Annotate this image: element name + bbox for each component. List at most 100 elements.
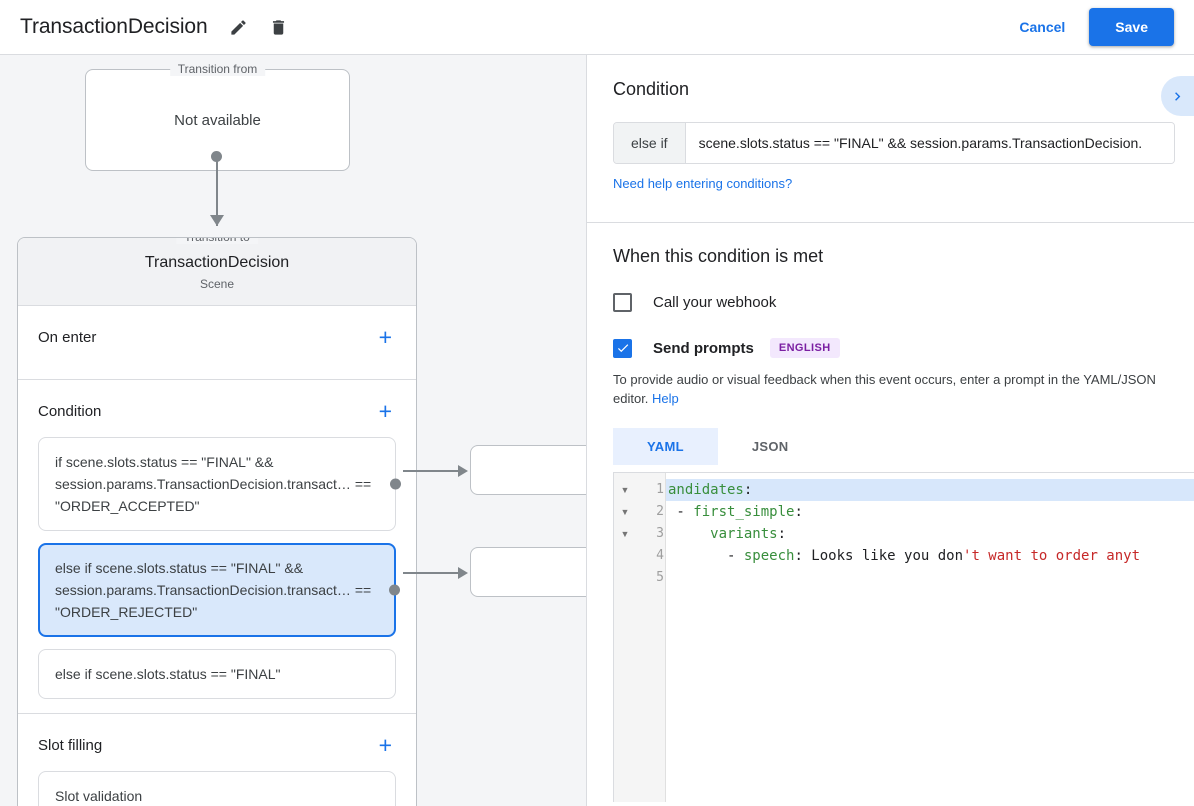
yaml-editor[interactable]: ▼ ▼ ▼ 1 2 3 4 5 andidates: - first_simple: var… <box>613 472 1194 802</box>
code-token: : <box>777 526 787 542</box>
scene-graph-canvas[interactable]: Transition from Not available Transition… <box>0 55 586 806</box>
code-token: : <box>743 482 753 498</box>
fold-toggle-icon[interactable]: ▼ <box>620 485 630 495</box>
header-actions: Cancel Save <box>1005 8 1174 46</box>
slot-validation-text: Slot validation <box>55 788 143 804</box>
add-condition-button[interactable]: + <box>378 398 392 424</box>
call-webhook-label: Call your webhook <box>653 294 777 311</box>
condition-card-final[interactable]: else if scene.slots.status == "FINAL" <box>38 649 396 699</box>
code-token: : <box>794 504 803 520</box>
chevron-right-icon[interactable] <box>1161 76 1194 116</box>
code-token: - <box>668 504 694 520</box>
fold-spacer <box>614 545 636 567</box>
scene-header: TransactionDecision Scene <box>18 238 416 306</box>
condition-section: Condition else if Need help entering con… <box>587 55 1194 193</box>
editor-line-number: 2 <box>656 504 664 519</box>
transition-from-legend: Transition from <box>169 62 266 76</box>
connector-arrowhead-down <box>210 215 224 226</box>
editor-code-line[interactable]: - first_simple: <box>666 501 1194 523</box>
prompts-hint-text: To provide audio or visual feedback when… <box>613 370 1168 408</box>
condition-card-rejected[interactable]: else if scene.slots.status == "FINAL" &&… <box>38 543 400 637</box>
condition-expression-input[interactable] <box>685 123 1174 163</box>
condition-details-panel: Condition else if Need help entering con… <box>587 55 1194 806</box>
code-token: : Looks like you don <box>794 548 964 564</box>
editor-code-area[interactable]: andidates: - first_simple: variants: - s… <box>666 473 1194 802</box>
cancel-button[interactable]: Cancel <box>1005 9 1079 45</box>
condition-expression-row: else if <box>613 122 1175 164</box>
editor-code-line[interactable]: andidates: <box>666 479 1194 501</box>
page-title: TransactionDecision <box>20 15 208 38</box>
scene-name: TransactionDecision <box>144 254 290 271</box>
editor-code-line[interactable] <box>666 567 1194 589</box>
target-box-accepted[interactable] <box>470 445 586 495</box>
section-title-on-enter: On enter <box>38 329 97 346</box>
condition-card-text: if scene.slots.status == "FINAL" && sess… <box>55 454 372 514</box>
section-header-on-enter: On enter + <box>18 306 416 365</box>
send-prompts-row: Send prompts ENGLISH <box>613 338 1168 358</box>
editor-code-line[interactable]: variants: <box>666 523 1194 545</box>
add-on-enter-button[interactable]: + <box>378 324 392 350</box>
add-slot-filling-button[interactable]: + <box>378 732 392 758</box>
panel-divider-horizontal <box>587 222 1194 223</box>
condition-help-link[interactable]: Need help entering conditions? <box>613 176 793 191</box>
panel-divider-vertical <box>586 55 587 806</box>
prompts-help-link[interactable]: Help <box>652 391 679 406</box>
condition-prefix-label: else if <box>614 123 686 163</box>
when-condition-met-title: When this condition is met <box>613 246 824 266</box>
section-slot-filling: Slot filling + Slot validation <box>18 714 416 806</box>
save-button[interactable]: Save <box>1089 8 1174 46</box>
section-header-slot-filling: Slot filling + <box>18 714 416 759</box>
transition-to-card[interactable]: Transition to TransactionDecision Scene … <box>17 237 417 806</box>
webhook-row: Call your webhook <box>613 293 1168 312</box>
code-token: speech <box>743 548 795 564</box>
code-token <box>668 526 710 542</box>
condition-panel-title: Condition <box>613 79 690 99</box>
when-condition-met-section: When this condition is met Call your web… <box>587 222 1194 465</box>
code-token: andidates <box>668 482 744 498</box>
fold-spacer <box>614 567 636 589</box>
edge-line-accepted <box>403 470 466 472</box>
editor-fold-gutter[interactable]: ▼ ▼ ▼ <box>614 473 636 802</box>
editor-line-number-gutter: 1 2 3 4 5 <box>636 473 666 802</box>
editor-format-tabs: YAML JSON <box>613 428 1168 465</box>
section-condition: Condition + if scene.slots.status == "FI… <box>18 380 416 714</box>
condition-card-text: else if scene.slots.status == "FINAL" &&… <box>55 560 372 620</box>
editor-code-line[interactable]: - speech: Looks like you don't want to o… <box>666 545 1194 567</box>
code-token: variants <box>710 526 778 542</box>
code-token: first_simple <box>693 504 795 520</box>
section-title-slot-filling: Slot filling <box>38 737 103 754</box>
condition-card-accepted[interactable]: if scene.slots.status == "FINAL" && sess… <box>38 437 401 531</box>
transition-from-value: Not available <box>174 111 261 129</box>
fold-toggle-icon[interactable]: ▼ <box>620 529 630 539</box>
transition-to-legend: Transition to <box>176 238 258 244</box>
editor-line-number: 5 <box>656 570 664 585</box>
language-badge: ENGLISH <box>769 338 840 358</box>
send-prompts-checkbox[interactable] <box>613 338 632 358</box>
trash-icon[interactable] <box>262 10 296 44</box>
edge-arrowhead-accepted <box>458 465 468 477</box>
header-icon-group <box>222 10 296 44</box>
editor-line-number: 1 <box>656 482 664 497</box>
call-webhook-checkbox[interactable] <box>613 293 632 312</box>
condition-card-anchor-dot <box>389 584 400 596</box>
pencil-icon[interactable] <box>222 10 256 44</box>
fold-toggle-icon[interactable]: ▼ <box>620 507 630 517</box>
code-token: - <box>668 548 744 564</box>
app-header: TransactionDecision Cancel Save <box>0 0 1194 55</box>
target-box-rejected[interactable] <box>470 547 586 597</box>
tab-json[interactable]: JSON <box>751 439 789 454</box>
slot-validation-card[interactable]: Slot validation <box>38 771 396 806</box>
edge-line-rejected <box>403 572 466 574</box>
prompts-hint-body: To provide audio or visual feedback when… <box>613 372 1156 406</box>
tab-yaml[interactable]: YAML <box>613 428 718 465</box>
send-prompts-label: Send prompts <box>653 339 754 357</box>
section-header-condition: Condition + <box>18 380 416 425</box>
condition-card-anchor-dot <box>390 478 401 490</box>
edge-arrowhead-rejected <box>458 567 468 579</box>
condition-card-text: else if scene.slots.status == "FINAL" <box>55 666 281 682</box>
section-on-enter: On enter + <box>18 306 416 380</box>
code-token: 't want to order anyt <box>963 548 1141 564</box>
editor-line-number: 3 <box>656 526 664 541</box>
editor-line-number: 4 <box>656 548 664 563</box>
scene-type: Scene <box>199 277 235 291</box>
